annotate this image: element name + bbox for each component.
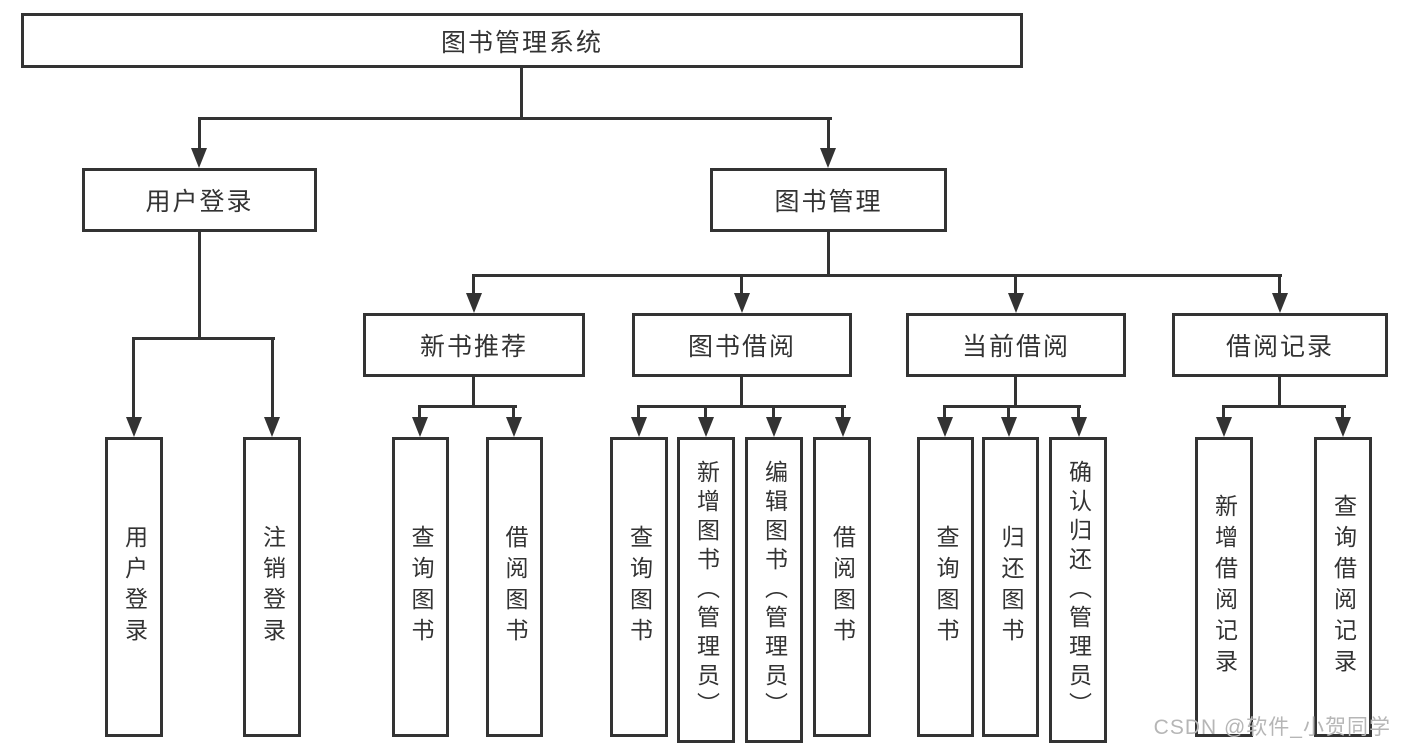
leaf-bb-query-books: 查询图书 (610, 437, 668, 737)
connector-line (637, 405, 640, 419)
arrow-down-icon (734, 293, 750, 313)
node-current-borrow: 当前借阅 (906, 313, 1126, 377)
connector-line (827, 232, 830, 274)
arrow-down-icon (264, 417, 280, 437)
connector-line (637, 405, 846, 408)
leaf-bb-edit-books-admin: 编辑图书（管理员） (745, 437, 803, 743)
arrow-down-icon (698, 417, 714, 437)
arrow-down-icon (506, 417, 522, 437)
connector-line (827, 117, 830, 152)
leaf-cb-confirm-return-admin-label: 确认归还（管理员） (1065, 459, 1092, 721)
connector-line (198, 117, 832, 120)
connector-line (1014, 274, 1017, 296)
leaf-bb-borrow-books: 借阅图书 (813, 437, 871, 737)
connector-line (418, 405, 517, 408)
arrow-down-icon (126, 417, 142, 437)
arrow-down-icon (766, 417, 782, 437)
connector-line (271, 337, 274, 419)
connector-line (472, 274, 475, 296)
csdn-watermark: CSDN @软件_小贺同学 (1153, 716, 1391, 739)
leaf-logout: 注销登录 (243, 437, 301, 737)
connector-line (1341, 405, 1344, 419)
connector-line (841, 405, 844, 419)
node-book-management-label: 图书管理 (774, 188, 883, 216)
connector-line (472, 377, 475, 405)
arrow-down-icon (1216, 417, 1232, 437)
node-book-management: 图书管理 (710, 168, 947, 232)
node-root-label: 图书管理系统 (440, 28, 603, 57)
node-borrow-records-label: 借阅记录 (1225, 333, 1334, 361)
node-current-borrow-label: 当前借阅 (961, 333, 1070, 361)
arrow-down-icon (1335, 417, 1351, 437)
node-new-book-recommend-label: 新书推荐 (419, 333, 528, 361)
connector-line (1077, 405, 1080, 419)
arrow-down-icon (820, 148, 836, 168)
connector-line (740, 377, 743, 405)
connector-line (418, 405, 421, 419)
leaf-bb-borrow-books-label: 借阅图书 (829, 525, 856, 649)
node-user-login: 用户登录 (82, 168, 317, 232)
connector-line (472, 274, 1282, 277)
connector-line (198, 117, 201, 152)
connector-line (1014, 377, 1017, 407)
node-book-borrow: 图书借阅 (632, 313, 852, 377)
leaf-bb-add-books-admin: 新增图书（管理员） (677, 437, 735, 743)
connector-line (1222, 405, 1225, 419)
leaf-cb-confirm-return-admin: 确认归还（管理员） (1049, 437, 1107, 743)
leaf-cb-query-books-label: 查询图书 (933, 525, 959, 649)
connector-line (943, 405, 1081, 408)
leaf-bb-add-books-admin-label: 新增图书（管理员） (693, 459, 720, 721)
arrow-down-icon (1008, 293, 1024, 313)
leaf-bb-edit-books-admin-label: 编辑图书（管理员） (761, 459, 788, 721)
connector-line (512, 405, 515, 419)
leaf-br-add-record: 新增借阅记录 (1195, 437, 1253, 737)
connector-line (1222, 405, 1346, 408)
leaf-nb-borrow-books: 借阅图书 (486, 437, 543, 737)
node-borrow-records: 借阅记录 (1172, 313, 1388, 377)
leaf-user-login-label: 用户登录 (121, 525, 148, 649)
arrow-down-icon (631, 417, 647, 437)
leaf-bb-query-books-label: 查询图书 (626, 525, 653, 649)
arrow-down-icon (412, 417, 428, 437)
connector-line (740, 274, 743, 296)
node-root: 图书管理系统 (21, 13, 1023, 68)
leaf-logout-label: 注销登录 (259, 525, 286, 649)
leaf-nb-query-books: 查询图书 (392, 437, 449, 737)
node-new-book-recommend: 新书推荐 (363, 313, 585, 377)
connector-line (198, 232, 201, 337)
arrow-down-icon (191, 148, 207, 168)
leaf-br-query-record-label: 查询借阅记录 (1330, 494, 1357, 680)
arrow-down-icon (835, 417, 851, 437)
leaf-br-add-record-label: 新增借阅记录 (1211, 494, 1238, 680)
connector-line (132, 337, 135, 419)
leaf-br-query-record: 查询借阅记录 (1314, 437, 1372, 737)
arrow-down-icon (1272, 293, 1288, 313)
arrow-down-icon (1001, 417, 1017, 437)
leaf-nb-query-books-label: 查询图书 (408, 525, 434, 649)
connector-line (1278, 274, 1281, 296)
arrow-down-icon (466, 293, 482, 313)
leaf-cb-query-books: 查询图书 (917, 437, 974, 737)
connector-line (772, 405, 775, 419)
arrow-down-icon (937, 417, 953, 437)
leaf-nb-borrow-books-label: 借阅图书 (502, 525, 528, 649)
connector-line (704, 405, 707, 419)
node-user-login-label: 用户登录 (145, 188, 254, 216)
arrow-down-icon (1071, 417, 1087, 437)
connector-line (1007, 405, 1010, 419)
leaf-cb-return-books: 归还图书 (982, 437, 1039, 737)
connector-line (132, 337, 275, 340)
connector-line (943, 405, 946, 419)
leaf-cb-return-books-label: 归还图书 (998, 525, 1024, 649)
leaf-user-login: 用户登录 (105, 437, 163, 737)
connector-line (1278, 377, 1281, 405)
node-book-borrow-label: 图书借阅 (687, 333, 796, 361)
connector-line (520, 68, 523, 120)
